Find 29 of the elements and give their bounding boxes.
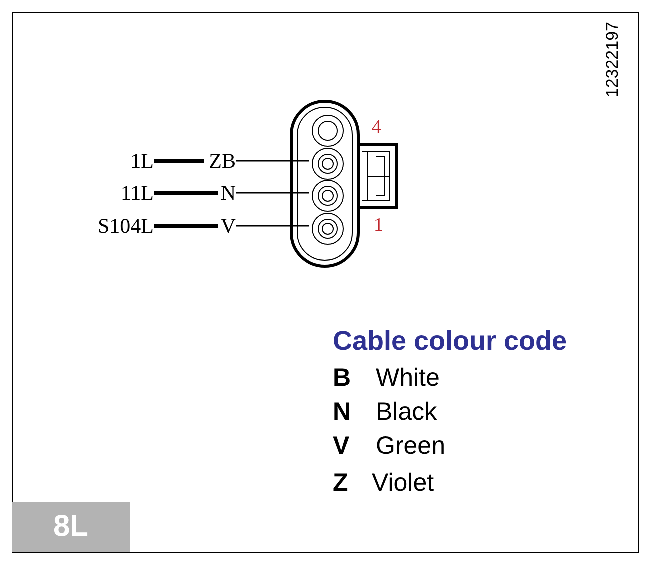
leader-line [236,192,309,194]
wire-code: 1L [100,149,154,173]
colour-name: Green [376,434,446,459]
code-letter: Z [333,471,348,496]
wire-code: 11L [100,181,154,205]
wire-code: V [218,214,236,238]
wire-code: N [218,181,236,205]
part-number: 12322197 [604,22,621,98]
dash-connector [154,159,204,163]
colour-name: Violet [372,471,434,496]
pin-number: 4 [372,118,382,137]
code-letter: B [333,366,352,391]
colour-name: White [376,366,440,391]
pin-socket [312,115,344,147]
wire-code: ZB [204,149,236,173]
code-letter: V [333,434,350,459]
wire-code: S104L [70,214,154,238]
leader-line [236,160,309,162]
pin-number: 1 [374,216,384,235]
dash-connector [154,191,218,195]
legend-title: Cable colour code [333,328,568,355]
page-tag: 8L [12,502,130,552]
colour-name: Black [376,400,438,425]
leader-line [236,225,309,227]
code-letter: N [333,400,352,425]
pin-socket [312,148,344,180]
pin-socket [312,213,344,245]
dash-connector [154,224,218,228]
pin-socket [312,180,344,212]
